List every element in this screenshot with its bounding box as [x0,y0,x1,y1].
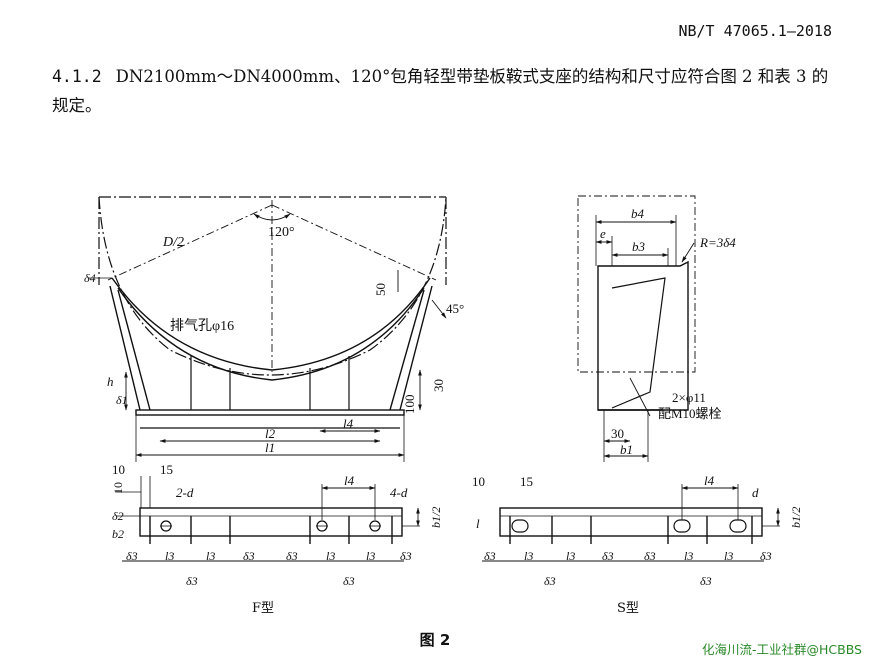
dim-delta1: δ1 [116,393,128,407]
f-dim-b1-half: b1/2 [429,507,443,528]
dim-b4: b4 [631,206,645,221]
dim-45-deg: 45° [446,301,464,316]
svg-text:δ3: δ3 [544,574,556,588]
svg-text:δ3: δ3 [343,574,355,588]
s-dim-l4: l4 [704,473,715,488]
f-dim-delta2: δ2 [112,509,124,523]
dim-30-side: 30 [611,426,624,441]
f-dim-l4: l4 [344,473,355,488]
dim-l1: l1 [265,440,275,455]
dim-30-front: 30 [431,379,446,392]
dim-100: 100 [402,395,417,415]
f-bottom-dims: δ3 l3 l3 δ3 δ3 l3 l3 δ3 δ3 δ3 [126,549,412,588]
figure-caption: 图 2 [419,631,451,649]
svg-text:l3: l3 [724,549,733,563]
svg-text:δ3: δ3 [602,549,614,563]
s-hole-d: d [752,485,759,500]
svg-text:δ3: δ3 [400,549,412,563]
dim-h: h [107,374,114,389]
svg-text:δ3: δ3 [186,574,198,588]
f-dim-b2: b2 [112,527,124,541]
plan-view-s [482,484,780,562]
dim-l2: l2 [265,426,276,441]
svg-text:l3: l3 [366,549,375,563]
bolt-note: 配M10螺栓 [658,406,722,421]
s-bottom-dims: δ3 l3 l3 δ3 δ3 l3 l3 δ3 δ3 δ3 [484,549,772,588]
svg-text:l3: l3 [326,549,335,563]
side-view [577,195,696,462]
s-type-label: S型 [617,601,639,616]
dim-e: e [600,226,606,241]
dim-50: 50 [373,283,388,296]
hole-note: 2×φ11 [672,390,706,405]
svg-text:δ3: δ3 [700,574,712,588]
f-hole-2d: 2-d [176,485,194,500]
s-dim-b1-half: b1/2 [789,507,803,528]
dim-b3: b3 [632,239,646,254]
s-dim-10: 10 [472,474,485,489]
svg-text:δ3: δ3 [243,549,255,563]
svg-text:l3: l3 [524,549,533,563]
svg-text:δ3: δ3 [760,549,772,563]
clause-number: 4.1.2 [52,67,102,86]
delta4-label: δ4 [84,271,96,285]
f-dim-15: 15 [160,462,173,477]
dim-l4-front: l4 [343,416,354,431]
f-dim-10b: 10 [111,482,125,494]
f-dim-10a: 10 [112,462,125,477]
s-dim-l: l [476,516,480,531]
front-view [88,196,447,462]
angle-label: 120° [268,225,295,240]
svg-text:δ3: δ3 [286,549,298,563]
s-dim-15: 15 [520,474,533,489]
watermark: 化海川流-工业社群@HCBBS [701,642,862,657]
dim-b1: b1 [620,442,633,457]
svg-text:l3: l3 [165,549,174,563]
radius-note: R=3δ4 [699,235,736,250]
svg-text:δ3: δ3 [126,549,138,563]
svg-text:l3: l3 [684,549,693,563]
svg-text:δ3: δ3 [484,549,496,563]
vent-hole-label: 排气孔φ16 [170,318,234,334]
svg-text:δ3: δ3 [644,549,656,563]
plan-view-f [116,476,420,562]
f-type-label: F型 [252,601,275,616]
svg-text:l3: l3 [206,549,215,563]
radius-label: D/2 [162,235,184,250]
f-hole-4d: 4-d [390,485,408,500]
standard-code: NB/T 47065.1—2018 [678,22,832,40]
clause-text: DN2100mm～DN4000mm、120°包角轻型带垫板鞍式支座的结构和尺寸应… [52,67,829,115]
svg-text:l3: l3 [566,549,575,563]
